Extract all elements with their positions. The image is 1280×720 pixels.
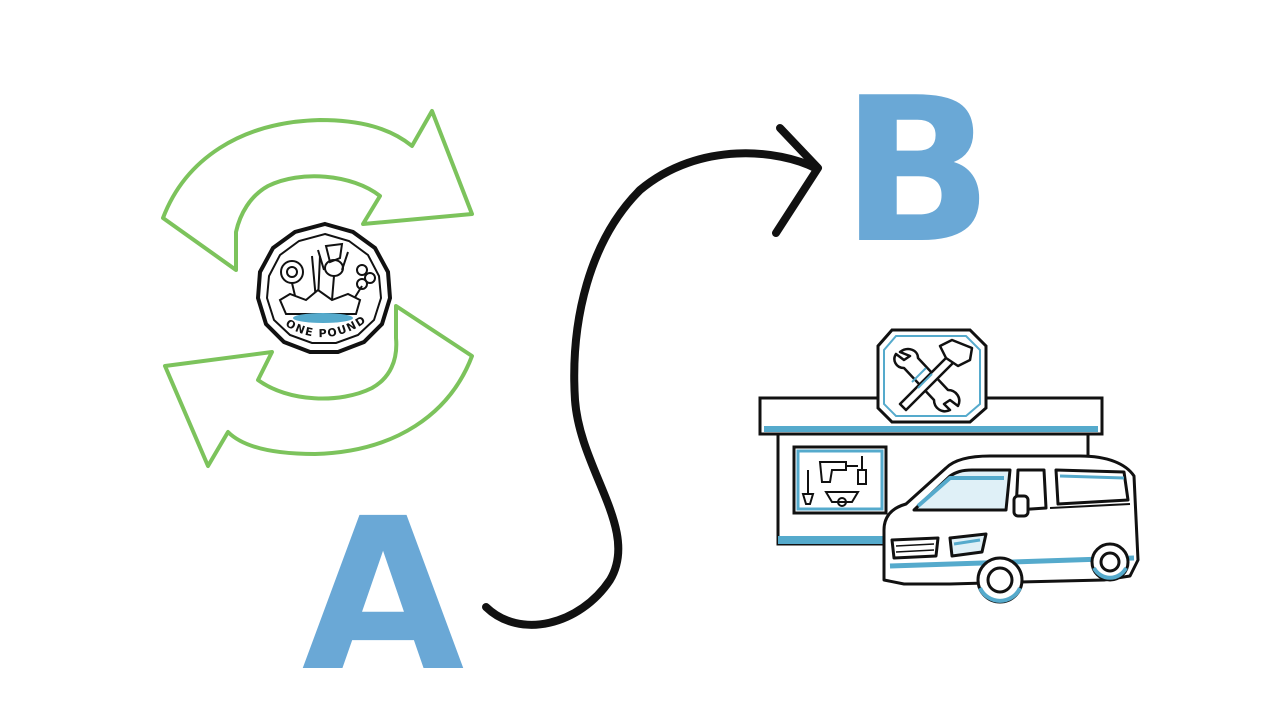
recycle-arrows-icon [161, 109, 474, 468]
coin-inner-rim [265, 232, 383, 344]
spade-icon [801, 470, 815, 505]
shop-base-accent [778, 536, 898, 544]
van-grille [890, 536, 940, 560]
upper-cycle-arrow [161, 109, 474, 272]
coin-outer-rim [255, 221, 393, 354]
van-rear-wheel [1090, 542, 1130, 582]
curved-arrow-path [482, 149, 819, 629]
hanging-tool-icon [857, 456, 867, 485]
van-mirror [1012, 494, 1030, 518]
wrench-hammer-icon [893, 338, 974, 413]
hammer-head [938, 338, 974, 368]
van-icon [882, 454, 1140, 604]
letter-a: A [302, 473, 465, 718]
crown-base [278, 288, 362, 323]
thistle-emblem [317, 242, 349, 301]
lower-cycle-arrow [163, 304, 474, 468]
wheelbarrow-icon [824, 491, 860, 507]
one-pound-coin-icon: ONE POUND [255, 221, 393, 354]
shop-roof-accent [764, 426, 1098, 432]
drill-icon [818, 461, 858, 483]
curved-arrow-head [772, 124, 822, 237]
shop-window [792, 445, 888, 515]
letter-b: B [841, 55, 993, 288]
van-side-stripe [1049, 503, 1131, 509]
curved-arrow-icon [482, 124, 822, 629]
van-front-wheel [976, 556, 1024, 604]
